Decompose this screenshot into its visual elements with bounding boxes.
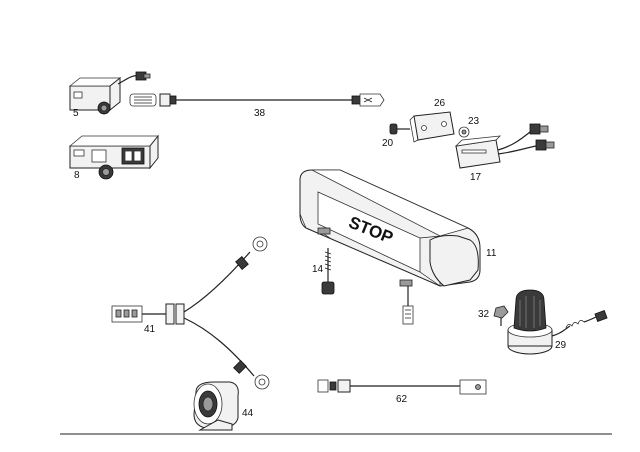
- callout-32: 32: [478, 309, 490, 320]
- callout-20: 20: [382, 138, 394, 149]
- part-14-bolt: [321, 248, 335, 295]
- callout-44: 44: [242, 408, 254, 419]
- part-23-nut: [458, 126, 470, 138]
- callout-5: 5: [73, 108, 79, 119]
- part-5-switch: [68, 71, 151, 115]
- part-11-stop-light-bar: [299, 169, 481, 287]
- part-41-harness: [111, 236, 270, 390]
- callout-23: 23: [468, 116, 480, 127]
- callout-62: 62: [396, 394, 408, 405]
- callout-29: 29: [555, 340, 567, 351]
- callout-26: 26: [434, 98, 446, 109]
- callout-11: 11: [486, 248, 497, 259]
- part-29-beacon: [507, 289, 608, 355]
- part-62-cable: [317, 379, 487, 395]
- part-38-cable: [129, 93, 385, 107]
- callout-14: 14: [312, 264, 324, 275]
- callout-38: 38: [254, 108, 266, 119]
- part-44-lamp-housing: [193, 381, 239, 431]
- part-26-bracket: [409, 111, 455, 143]
- part-32-screw: [493, 305, 509, 326]
- part-20-screw: [389, 123, 410, 135]
- part-11-cable: [402, 286, 414, 325]
- part-17-control-unit: [454, 123, 555, 169]
- callout-41: 41: [144, 324, 156, 335]
- callout-8: 8: [74, 170, 80, 181]
- callout-17: 17: [470, 172, 482, 183]
- part-8-switch: [68, 134, 159, 180]
